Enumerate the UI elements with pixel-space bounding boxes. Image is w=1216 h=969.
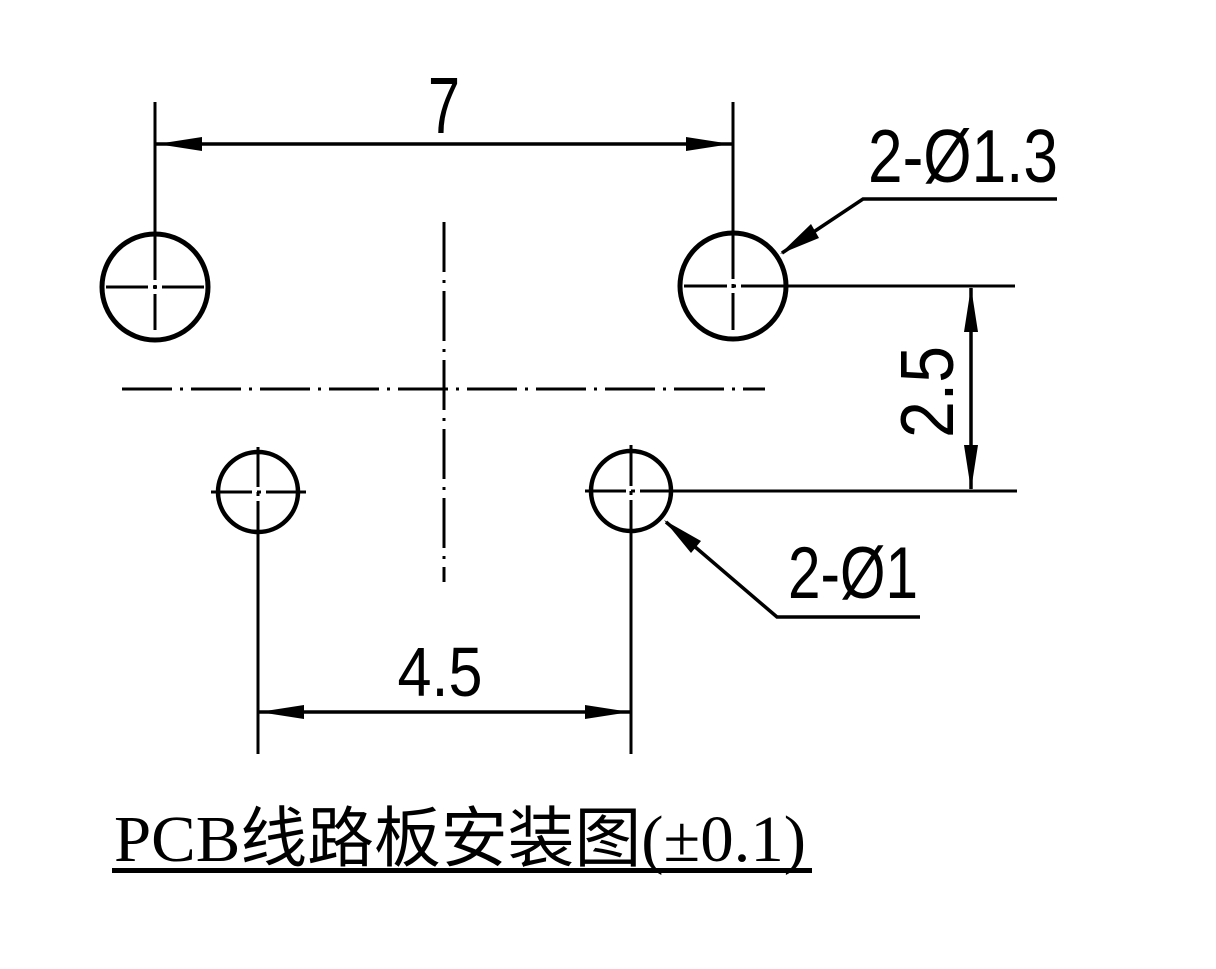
dim-bottom-label: 4.5 xyxy=(398,633,483,711)
drawing-title-underline xyxy=(112,868,812,873)
large-holes-label: 2-Ø1.3 xyxy=(868,114,1058,198)
dim-top-arrow-right xyxy=(686,137,731,151)
dim-top-label: 7 xyxy=(428,61,460,150)
leader-small-holes-arrow xyxy=(664,520,701,553)
dim-bottom-arrow-left xyxy=(259,705,304,719)
dim-right-arrow-bottom xyxy=(964,445,978,490)
drawing-title: PCB线路板安装图(±0.1) xyxy=(114,803,806,876)
dim-right-arrow-top xyxy=(964,287,978,332)
dim-right-label: 2.5 xyxy=(885,346,969,438)
dim-top-arrow-left xyxy=(157,137,202,151)
small-holes-label: 2-Ø1 xyxy=(788,533,918,614)
dim-bottom-arrow-right xyxy=(585,705,630,719)
leader-large-holes-arrow xyxy=(780,224,819,254)
leader-small-holes xyxy=(664,520,920,619)
